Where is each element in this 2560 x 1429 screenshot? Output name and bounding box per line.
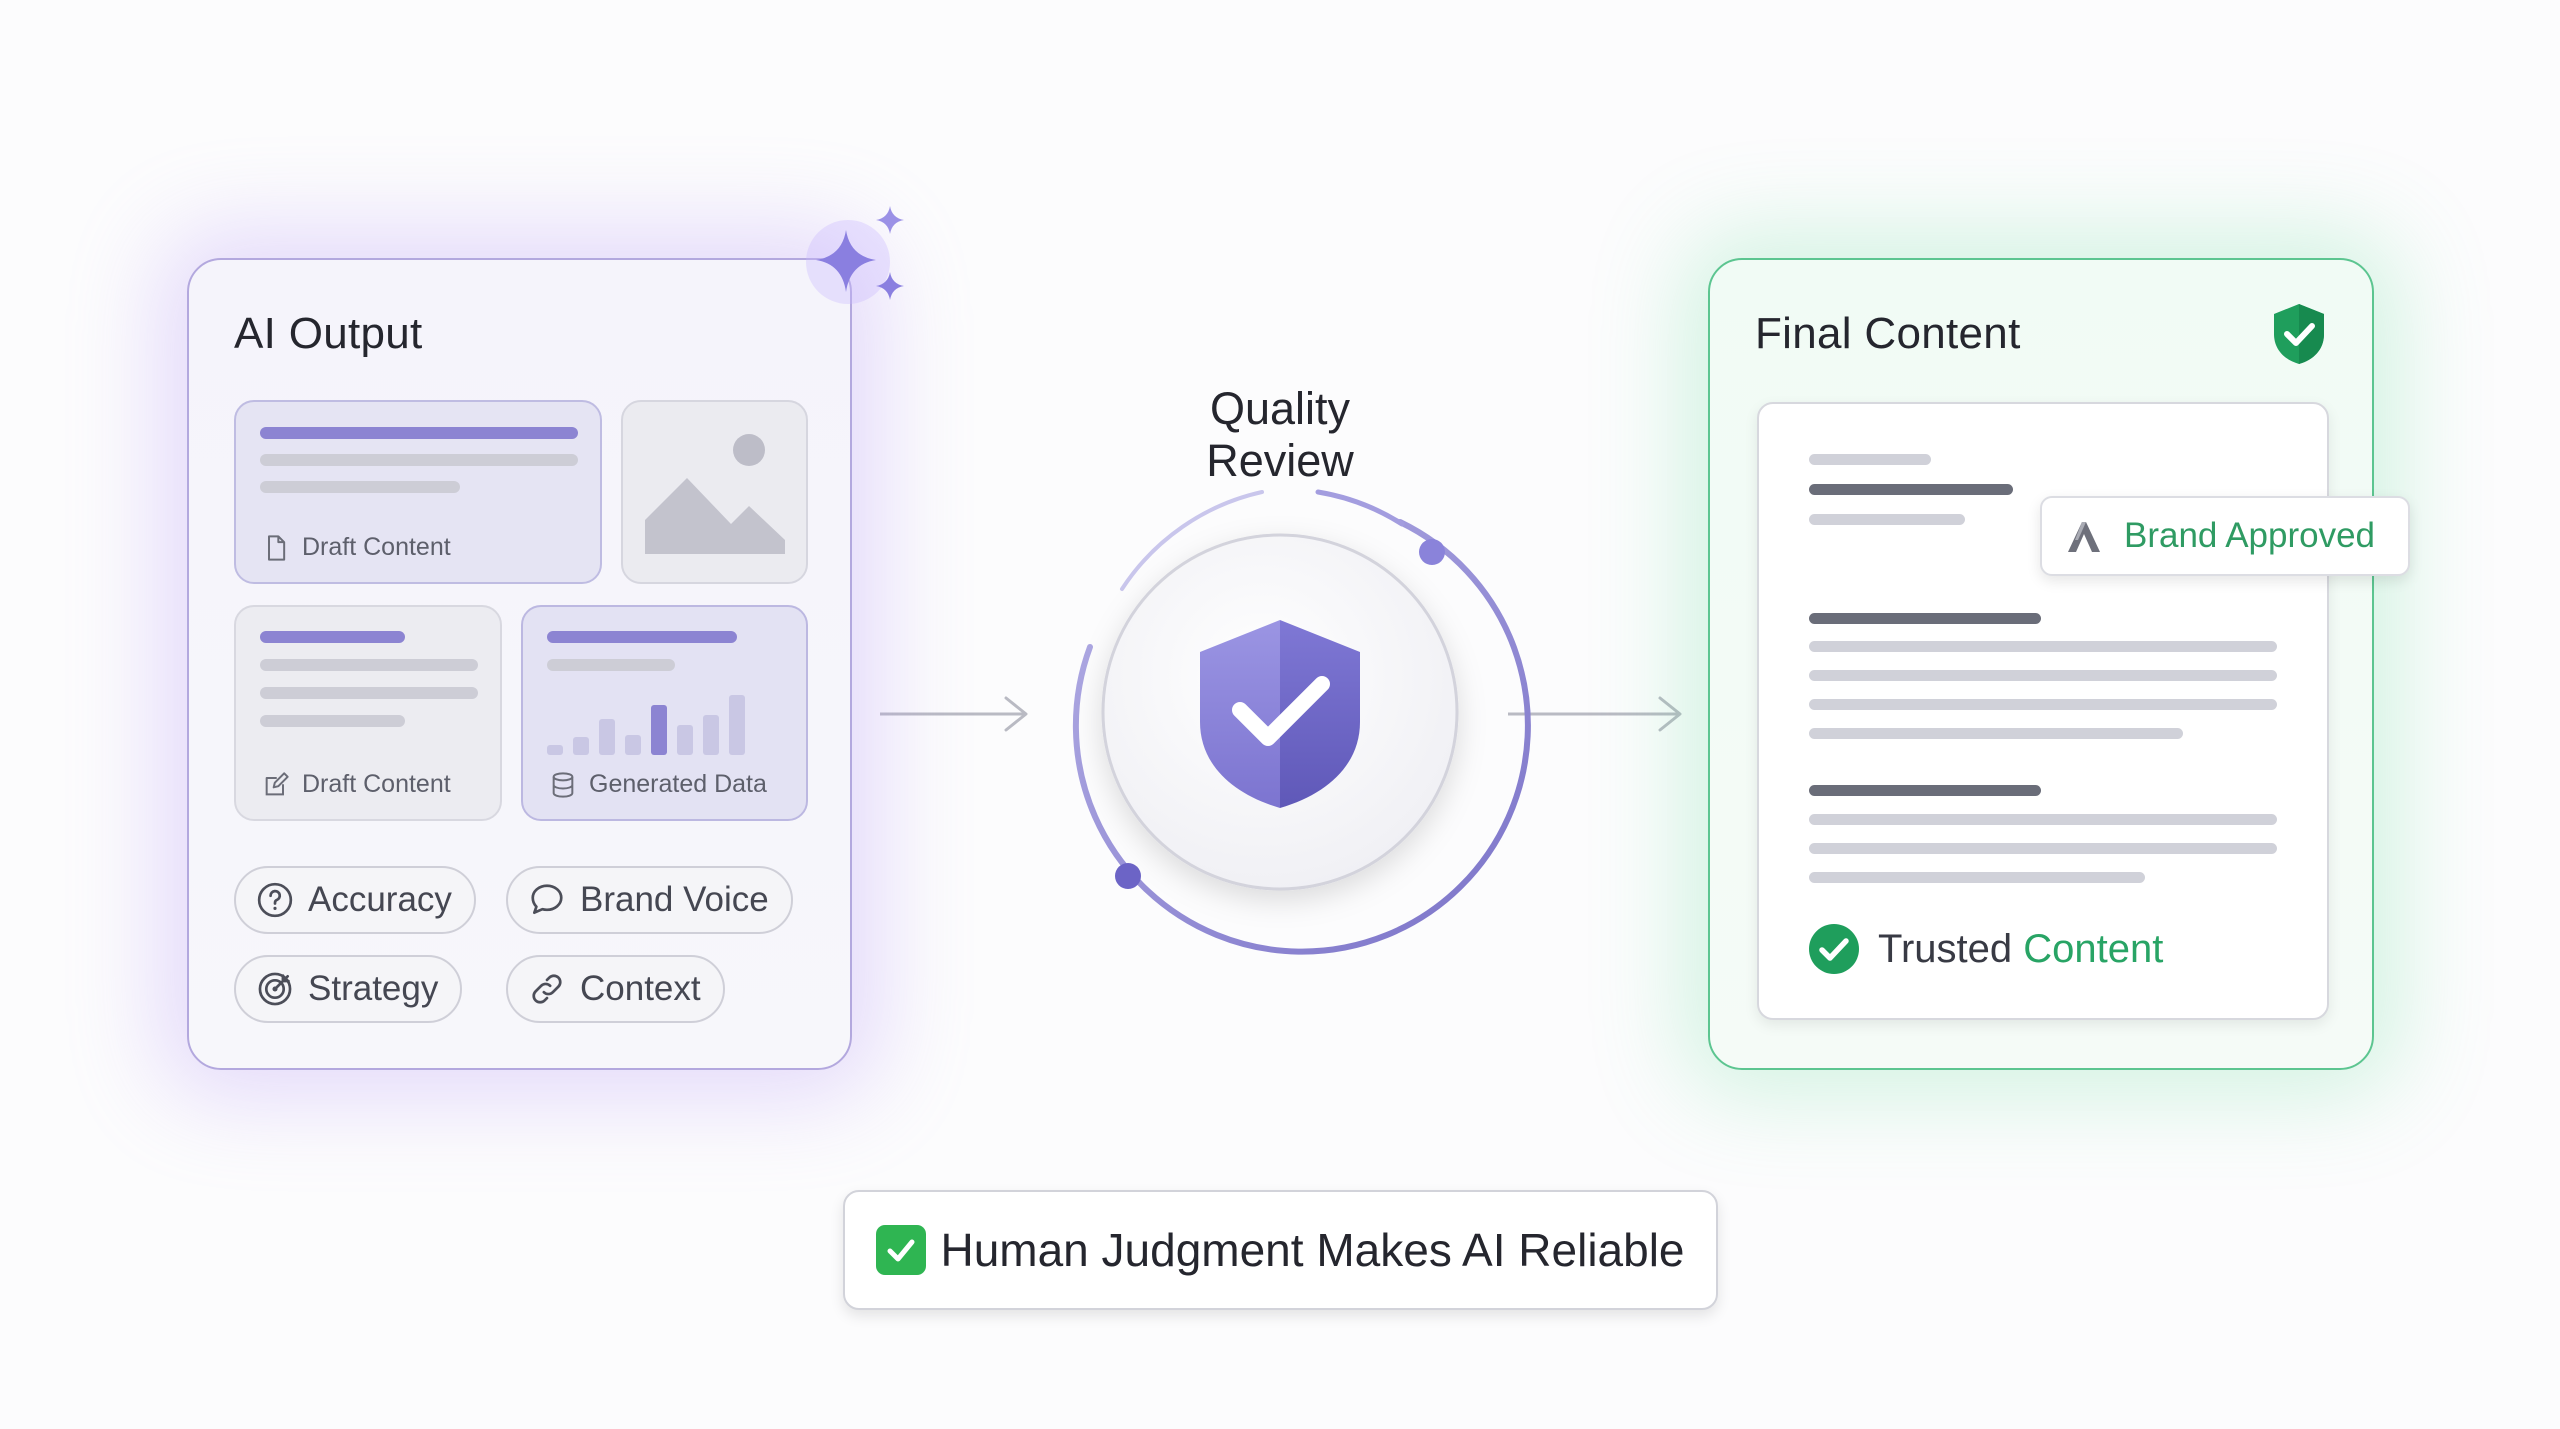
draft-content-edit-card[interactable]: Draft Content bbox=[234, 605, 502, 821]
arrow-review-to-final bbox=[1508, 696, 1682, 732]
brand-logo-icon bbox=[2068, 522, 2100, 552]
arrow-left-to-review bbox=[880, 696, 1028, 732]
trusted-label: Trusted bbox=[1878, 926, 2013, 971]
card-label-text: Draft Content bbox=[302, 533, 451, 561]
quality-review-title: Quality Review bbox=[1206, 383, 1354, 486]
check-box-icon bbox=[876, 1225, 927, 1275]
ai-output-title: AI Output bbox=[234, 309, 423, 358]
image-card[interactable] bbox=[621, 400, 808, 584]
database-icon bbox=[552, 771, 574, 798]
chip-label: Accuracy bbox=[308, 880, 452, 919]
shield-check-green-icon bbox=[2274, 304, 2324, 364]
mini-bar-chart bbox=[547, 695, 745, 755]
generated-data-label: Generated Data bbox=[549, 770, 767, 799]
question-circle-icon bbox=[257, 882, 293, 918]
draft-content-label: Draft Content bbox=[262, 533, 451, 562]
draft-content-card[interactable]: Draft Content bbox=[234, 400, 602, 584]
sparkle-icon bbox=[806, 206, 904, 304]
chip-label: Strategy bbox=[308, 969, 439, 1008]
speech-bubble-icon bbox=[531, 884, 563, 915]
document-icon bbox=[268, 534, 286, 561]
check-circle-icon bbox=[1809, 924, 1859, 974]
card-label-text: Generated Data bbox=[589, 770, 767, 798]
context-chip[interactable]: Context bbox=[506, 955, 725, 1023]
brand-approved-badge[interactable]: Brand Approved bbox=[2040, 496, 2410, 576]
image-icon bbox=[645, 434, 785, 554]
final-content-title: Final Content bbox=[1755, 309, 2021, 358]
chip-label: Context bbox=[580, 969, 701, 1008]
target-icon bbox=[258, 972, 292, 1006]
accuracy-chip[interactable]: Accuracy bbox=[234, 866, 476, 934]
ring-dot-top bbox=[1419, 539, 1445, 565]
edit-icon bbox=[265, 771, 289, 795]
brand-voice-chip[interactable]: Brand Voice bbox=[506, 866, 793, 934]
strategy-chip[interactable]: Strategy bbox=[234, 955, 463, 1023]
generated-data-card[interactable]: Generated Data bbox=[521, 605, 808, 821]
banner-text: Human Judgment Makes AI Reliable bbox=[940, 1224, 1685, 1276]
ring-dot-bottom bbox=[1115, 863, 1141, 889]
bottom-banner: Human Judgment Makes AI Reliable bbox=[843, 1190, 1718, 1310]
brand-approved-label: Brand Approved bbox=[2124, 516, 2376, 555]
shield-check-icon bbox=[1200, 620, 1360, 808]
link-icon bbox=[532, 974, 562, 1004]
trusted-content-row: Trusted Content bbox=[1808, 923, 2163, 975]
draft-content-edit-label: Draft Content bbox=[262, 770, 451, 799]
chip-label: Brand Voice bbox=[580, 880, 769, 919]
ai-output-panel: AI Output Draft Content Draft Content bbox=[187, 258, 852, 1070]
trusted-highlight: Content bbox=[2023, 926, 2164, 971]
card-label-text: Draft Content bbox=[302, 770, 451, 798]
